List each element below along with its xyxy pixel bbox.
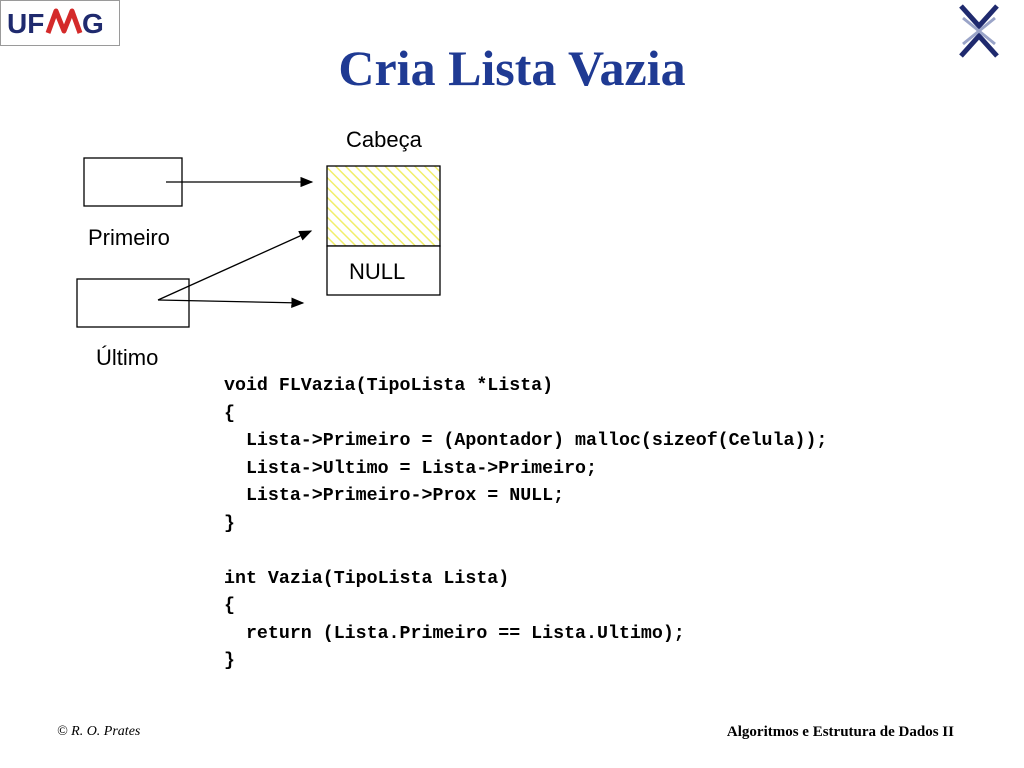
ufmg-logo-mark: UF G: [7, 8, 104, 39]
ultimo-pointer-arrow: [157, 230, 313, 301]
primeiro-label: Primeiro: [88, 225, 170, 250]
ufmg-logo: UF G: [0, 0, 120, 46]
ultimo-side-arrow: [157, 297, 305, 308]
footer-copyright: © R. O. Prates: [57, 724, 141, 739]
code-line: }: [224, 513, 235, 534]
code-block: void FLVazia(TipoLista *Lista) { Lista->P…: [224, 373, 827, 676]
ultimo-box: [76, 278, 190, 328]
head-cell-data: [326, 165, 441, 247]
code-line: }: [224, 651, 235, 671]
code-line: return (Lista.Primeiro == Lista.Ultimo);: [224, 623, 685, 644]
code-line: Lista->Ultimo = Lista->Primeiro;: [224, 458, 597, 479]
code-line: {: [224, 403, 235, 424]
code-line: Lista->Primeiro = (Apontador) malloc(siz…: [224, 431, 828, 451]
primeiro-box: [83, 157, 183, 207]
svg-text:UF: UF: [7, 8, 44, 39]
footer-course: Algoritmos e Estrutura de Dados II: [726, 724, 954, 740]
code-line: int Vazia(TipoLista Lista): [224, 568, 510, 589]
svg-text:G: G: [82, 8, 104, 39]
code-line: {: [224, 596, 235, 616]
null-label: NULL: [349, 259, 406, 284]
code-line: void FLVazia(TipoLista *Lista): [224, 376, 554, 396]
head-label: Cabeça: [346, 127, 422, 152]
code-line: Lista->Primeiro->Prox = NULL;: [224, 486, 565, 506]
department-emblem-icon: [959, 4, 999, 58]
slide-title: Cria Lista Vazia: [338, 40, 686, 96]
linked-list-diagram: [76, 157, 441, 328]
ultimo-label: Último: [96, 345, 159, 370]
head-cell-next: [326, 245, 441, 296]
code-line: [224, 538, 827, 566]
